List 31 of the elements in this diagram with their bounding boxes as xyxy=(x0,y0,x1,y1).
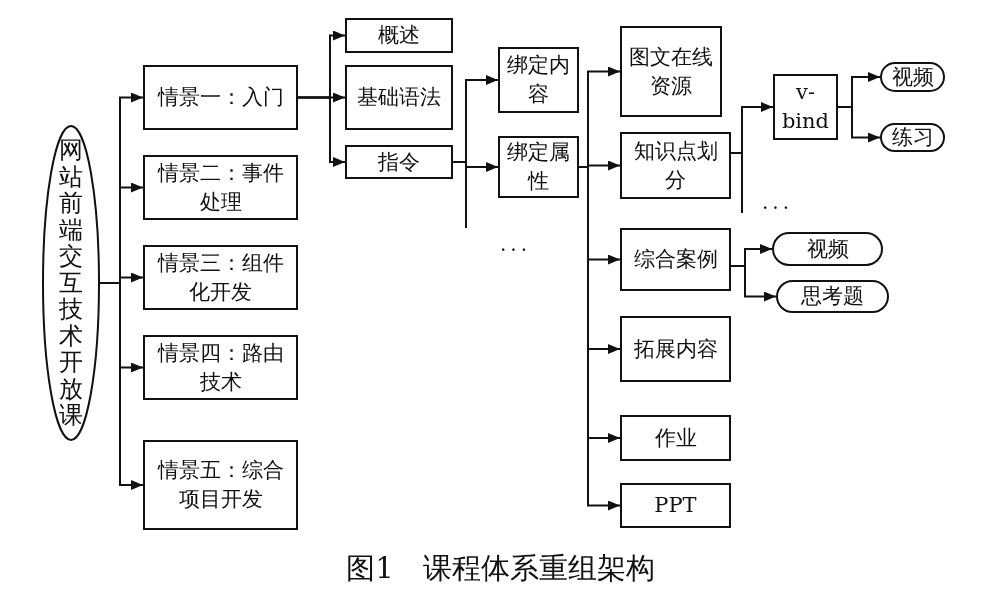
vertical-label: 网站前端交互技术开放课 xyxy=(59,137,83,429)
topic-box: 情景三：组件化开发 xyxy=(143,245,298,310)
connector-arrow xyxy=(730,102,774,154)
rounded-box: 视频 xyxy=(772,232,883,266)
topic-box: 绑定属性 xyxy=(498,136,579,198)
topic-box: 情景四：路由技术 xyxy=(143,335,298,400)
topic-box: 知识点划分 xyxy=(620,132,731,199)
connector-arrow xyxy=(297,96,346,167)
topic-box: 拓展内容 xyxy=(620,316,731,382)
topic-box: 绑定内容 xyxy=(498,47,579,113)
topic-box: v-bind xyxy=(773,74,838,140)
rounded-box: 视频 xyxy=(880,62,945,92)
connector-arrow xyxy=(837,106,881,143)
topic-box: 基础语法 xyxy=(345,65,453,130)
topic-box: 图文在线资源 xyxy=(620,26,722,117)
connector-arrow xyxy=(730,265,777,302)
topic-box: 情景五：综合项目开发 xyxy=(143,440,298,530)
topic-box: 综合案例 xyxy=(620,228,731,291)
ellipsis-text: ... xyxy=(762,190,794,214)
ellipsis-text: ... xyxy=(500,232,532,256)
topic-box: PPT xyxy=(620,483,731,528)
connector-arrow xyxy=(578,166,621,511)
topic-box: 指令 xyxy=(345,145,453,179)
topic-box: 情景二：事件处理 xyxy=(143,155,298,220)
topic-box: 作业 xyxy=(620,415,731,461)
connector-arrow xyxy=(452,161,499,172)
rounded-box: 思考题 xyxy=(776,280,889,313)
figure-caption: 图1 课程体系重组架构 xyxy=(346,551,655,585)
rounded-box: 练习 xyxy=(880,123,945,152)
topic-box: 情景一：入门 xyxy=(143,65,298,130)
topic-box: 概述 xyxy=(345,18,453,53)
